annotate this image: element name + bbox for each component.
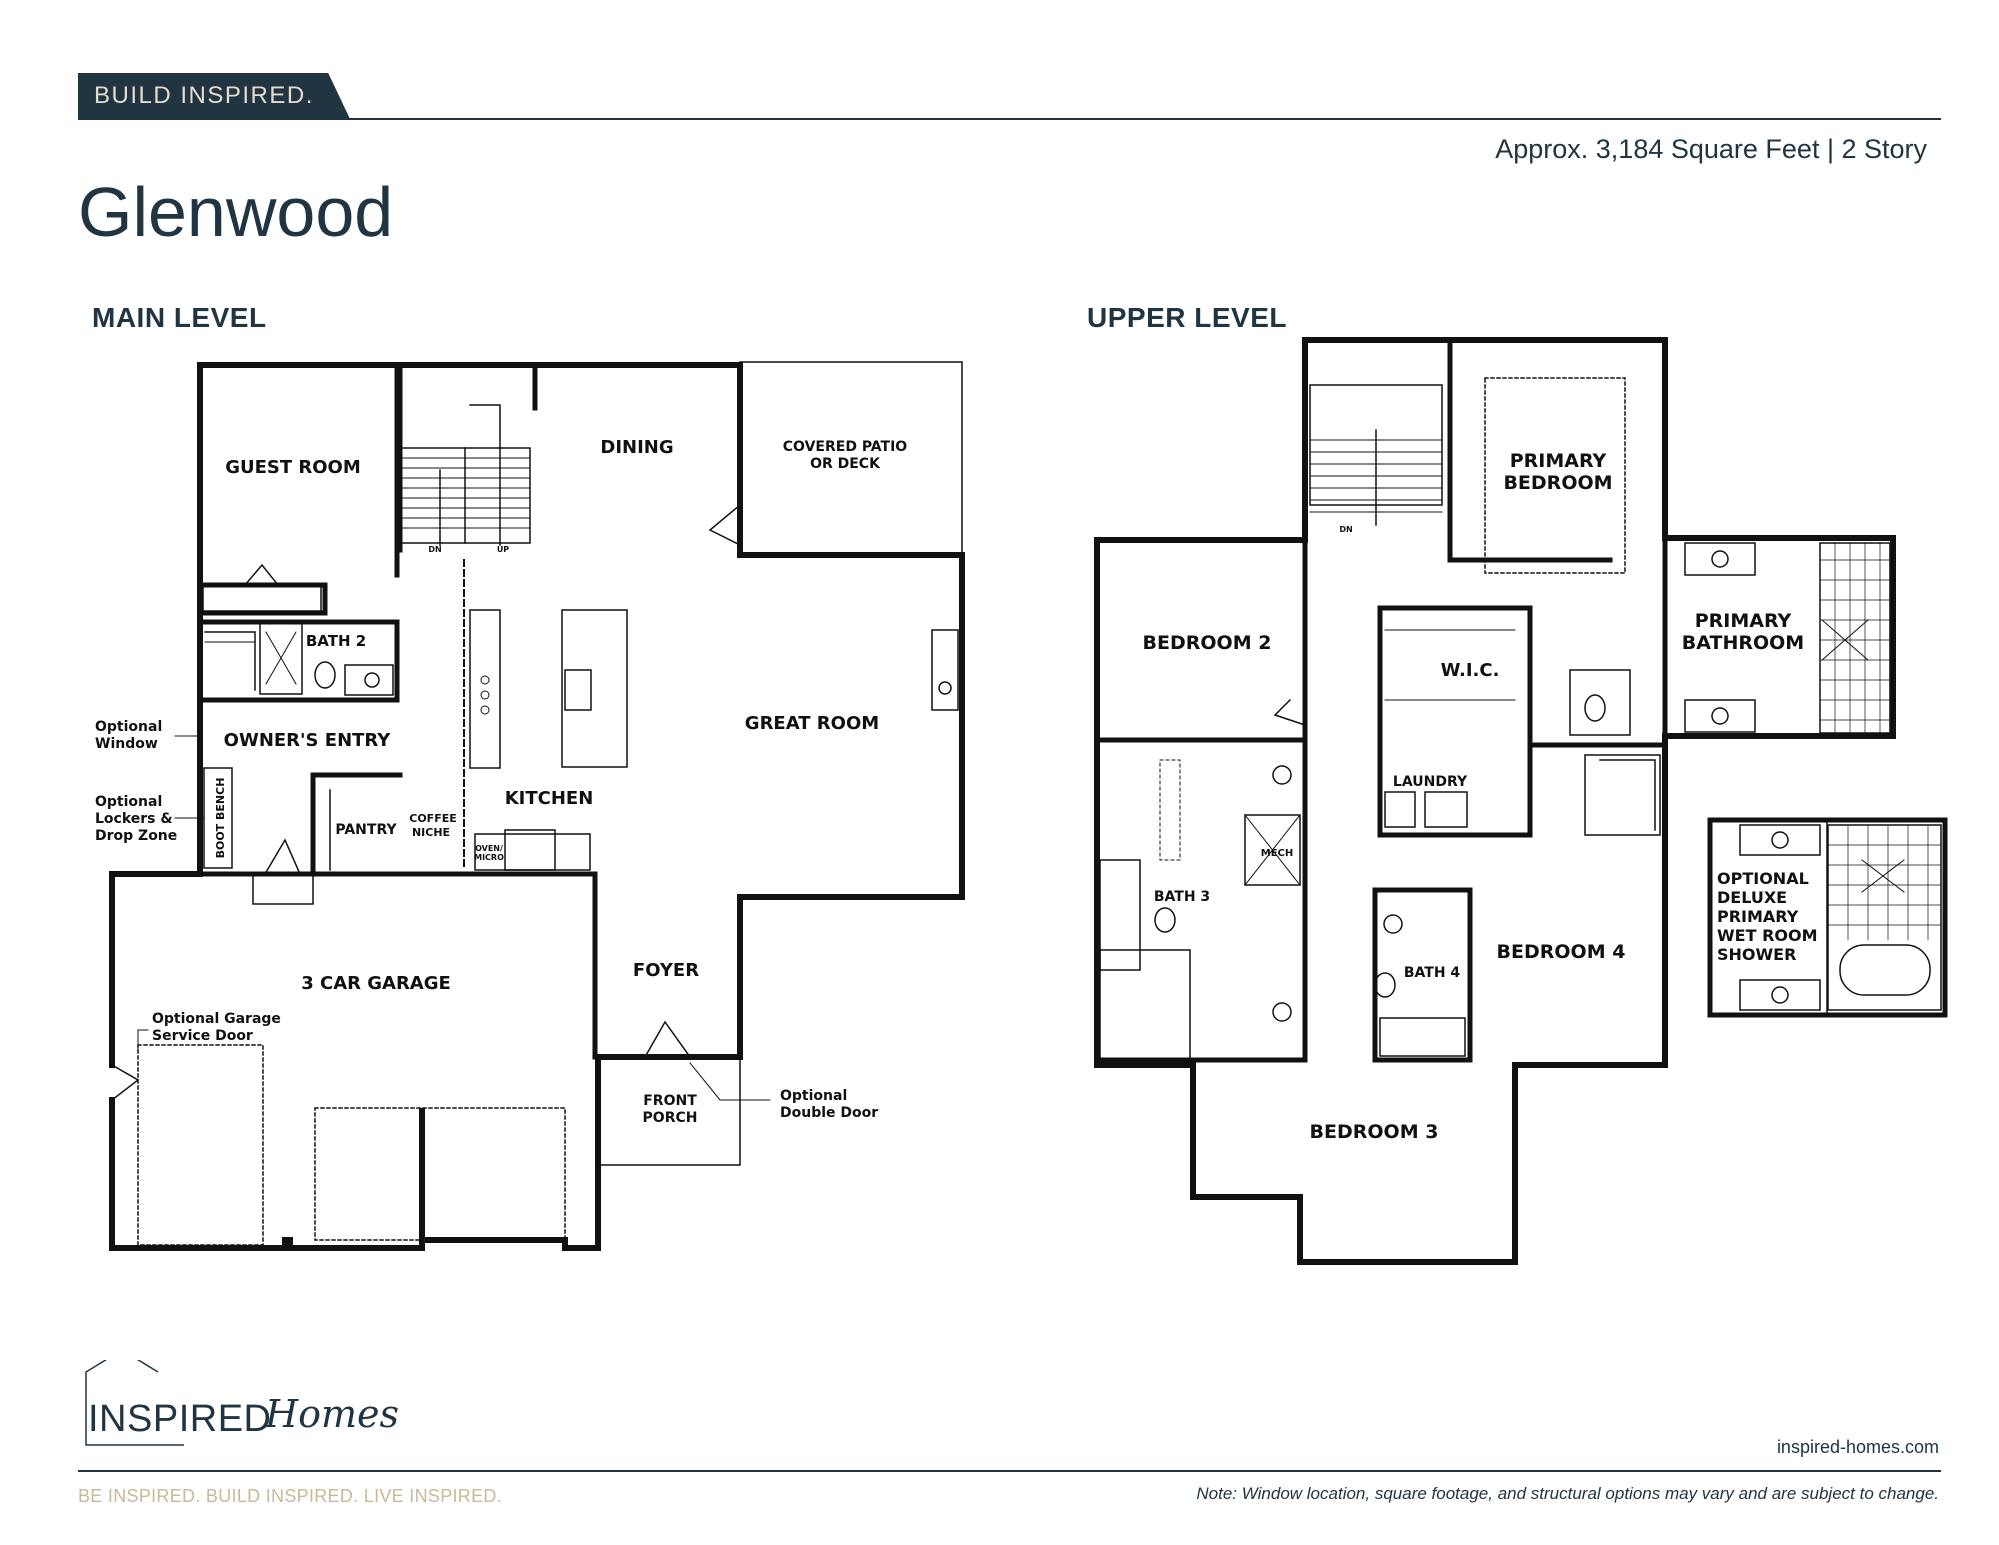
upper-level-plan	[1094, 337, 1948, 1265]
label-bath-4: BATH 4	[1404, 965, 1461, 981]
label-coffee-2: NICHE	[412, 826, 450, 839]
label-wic: W.I.C.	[1441, 660, 1500, 681]
square-footage: Approx. 3,184 Square Feet | 2 Story	[1495, 134, 1927, 164]
option-line-4: WET ROOM	[1717, 926, 1818, 945]
label-great-room: GREAT ROOM	[745, 713, 879, 734]
label-bath-2: BATH 2	[306, 632, 366, 650]
option-line-3: PRIMARY	[1717, 907, 1799, 926]
label-primary-bedroom-2: BEDROOM	[1503, 472, 1612, 494]
note-lockers-1: Optional	[95, 794, 162, 810]
note-lockers-2: Lockers &	[95, 811, 173, 827]
upper-outer-wall	[1094, 337, 1896, 1265]
label-porch-2: PORCH	[643, 1110, 698, 1126]
label-primary-bath-2: BATHROOM	[1682, 632, 1804, 654]
note-lockers-3: Drop Zone	[95, 828, 177, 844]
label-oven-2: MICRO	[474, 853, 504, 862]
label-kitchen: KITCHEN	[505, 788, 594, 809]
label-bedroom-2: BEDROOM 2	[1143, 632, 1272, 654]
label-garage: 3 CAR GARAGE	[301, 973, 451, 994]
label-laundry: LAUNDRY	[1393, 774, 1468, 790]
label-stair-dn: DN	[428, 545, 441, 554]
label-owners-entry: OWNER'S ENTRY	[224, 730, 392, 751]
slogan: BE INSPIRED. BUILD INSPIRED. LIVE INSPIR…	[78, 1486, 503, 1506]
label-boot-bench: BOOT BENCH	[214, 778, 227, 859]
build-inspired-banner: BUILD INSPIRED.	[78, 73, 350, 119]
main-level-labels: GUEST ROOM DINING COVERED PATIO OR DECK …	[95, 437, 907, 1126]
bottom-divider	[78, 1470, 1941, 1472]
label-mech: MECH	[1261, 848, 1294, 859]
note-double-1: Optional	[780, 1088, 847, 1104]
main-outer-wall	[109, 362, 965, 1251]
label-bedroom-3: BEDROOM 3	[1310, 1121, 1439, 1143]
front-porch-outline	[597, 1056, 741, 1166]
label-primary-bedroom-1: PRIMARY	[1510, 450, 1607, 472]
label-porch-1: FRONT	[643, 1093, 697, 1109]
plan-title: Glenwood	[78, 173, 394, 251]
option-line-1: OPTIONAL	[1717, 869, 1809, 888]
note-double-2: Double Door	[780, 1105, 878, 1121]
label-coffee-1: COFFEE	[409, 812, 456, 825]
main-level-plan	[109, 361, 965, 1251]
disclaimer-note: Note: Window location, square footage, a…	[1196, 1484, 1939, 1503]
option-line-2: DELUXE	[1717, 888, 1787, 907]
label-upper-stair-dn: DN	[1339, 525, 1352, 534]
note-service-2: Service Door	[152, 1028, 253, 1044]
upper-level-label: UPPER LEVEL	[1087, 302, 1287, 333]
label-foyer: FOYER	[633, 960, 699, 981]
label-dining: DINING	[600, 437, 673, 458]
label-oven-1: OVEN/	[475, 844, 503, 853]
label-guest-room: GUEST ROOM	[225, 457, 361, 478]
note-window-1: Optional	[95, 719, 162, 735]
top-divider	[78, 118, 1941, 120]
house-logo-icon	[85, 1360, 184, 1446]
option-line-5: SHOWER	[1717, 945, 1796, 964]
label-bedroom-4: BEDROOM 4	[1497, 941, 1626, 963]
note-window-2: Window	[95, 736, 158, 752]
logo-wordmark: INSPIRED	[88, 1398, 272, 1440]
covered-patio-outline	[739, 361, 963, 556]
label-pantry: PANTRY	[335, 822, 397, 838]
note-service-1: Optional Garage	[152, 1011, 281, 1027]
label-bath-3: BATH 3	[1154, 889, 1210, 905]
label-stair-up: UP	[497, 545, 509, 554]
label-patio-1: COVERED PATIO	[783, 439, 908, 455]
logo-script: Homes	[265, 1392, 400, 1436]
upper-level-labels: PRIMARY BEDROOM BEDROOM 2 PRIMARY BATHRO…	[1143, 450, 1818, 1143]
label-primary-bath-1: PRIMARY	[1695, 610, 1792, 632]
label-patio-2: OR DECK	[810, 456, 881, 472]
website-link[interactable]: inspired-homes.com	[1776, 1437, 1939, 1457]
main-level-label: MAIN LEVEL	[92, 302, 267, 333]
